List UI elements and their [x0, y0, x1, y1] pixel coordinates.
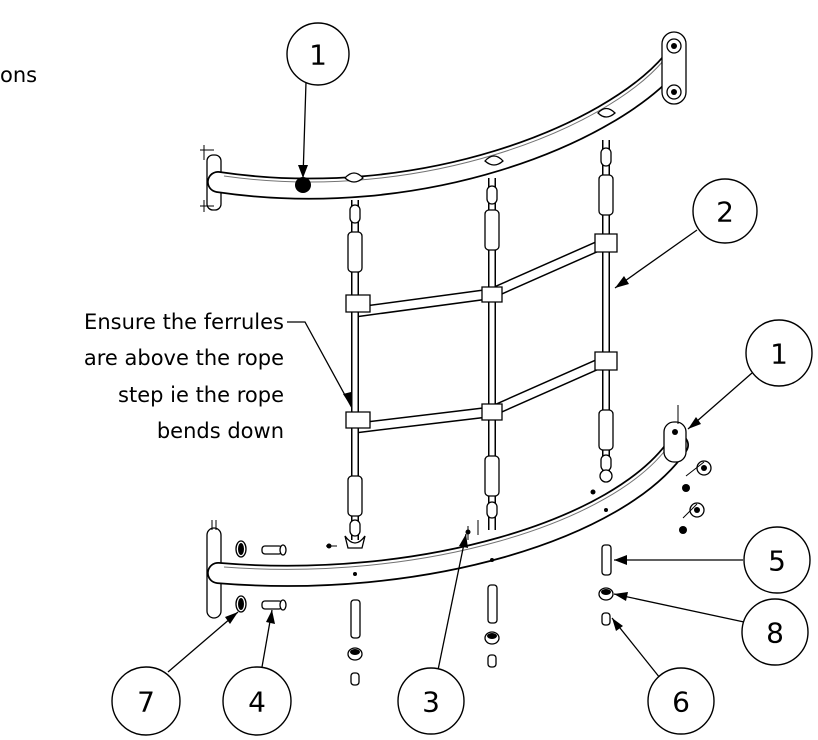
callout-1-right-label: 1 — [770, 338, 788, 371]
bracket-washers — [679, 460, 712, 534]
bolt-lower-left — [261, 599, 287, 611]
callout-4-label: 4 — [248, 686, 266, 719]
callout-3: 3 — [397, 533, 468, 735]
washer-lower-left — [235, 595, 247, 613]
callout-1-top: 1 — [286, 22, 350, 179]
corner-text-fragment: ons — [0, 63, 37, 87]
pin-left — [326, 543, 337, 549]
pin-right — [590, 489, 596, 495]
callout-2: 2 — [614, 178, 758, 289]
callout-3-label: 3 — [422, 686, 440, 719]
bottom-rail — [206, 405, 689, 619]
bottom-rail-right-bracket — [663, 405, 687, 463]
fastener-stack-right — [598, 544, 614, 626]
part-5-shank — [601, 544, 612, 576]
rope-right — [594, 140, 618, 483]
callout-7-label: 7 — [137, 686, 155, 719]
callout-4: 4 — [222, 609, 292, 736]
rope-ladder — [344, 140, 618, 549]
note-line-4: bends down — [157, 419, 284, 443]
callout-2-label: 2 — [716, 196, 734, 229]
callout-6: 6 — [611, 617, 715, 735]
top-rail — [200, 31, 687, 212]
fastener-stack-middle — [484, 584, 500, 668]
note-line-3: step ie the rope — [118, 383, 284, 407]
rope-left — [344, 200, 371, 549]
callout-1-top-label: 1 — [309, 39, 327, 72]
note-line-1: Ensure the ferrules — [84, 310, 284, 334]
note-line-2: are above the rope — [84, 346, 284, 370]
callout-7: 7 — [111, 611, 239, 736]
pin-middle — [465, 520, 479, 540]
top-rail-bolt — [295, 177, 311, 193]
callout-8-label: 8 — [766, 617, 784, 650]
note-leader — [287, 321, 353, 409]
rope-step-lower — [355, 356, 606, 434]
note-block: Ensure the ferrules are above the rope s… — [84, 310, 284, 443]
callout-6-label: 6 — [672, 686, 690, 719]
callout-1-right: 1 — [687, 319, 813, 430]
fastener-stack-left — [347, 599, 363, 686]
top-rail-right-flange — [661, 31, 687, 105]
callout-5-label: 5 — [768, 545, 786, 578]
rope-middle — [481, 178, 503, 530]
rope-step-upper — [355, 238, 606, 318]
callout-5: 5 — [614, 526, 811, 594]
bolt-upper-left — [261, 544, 287, 556]
exploded-hardware — [235, 460, 712, 686]
washer-upper-left — [235, 540, 247, 558]
callout-8: 8 — [613, 592, 809, 666]
